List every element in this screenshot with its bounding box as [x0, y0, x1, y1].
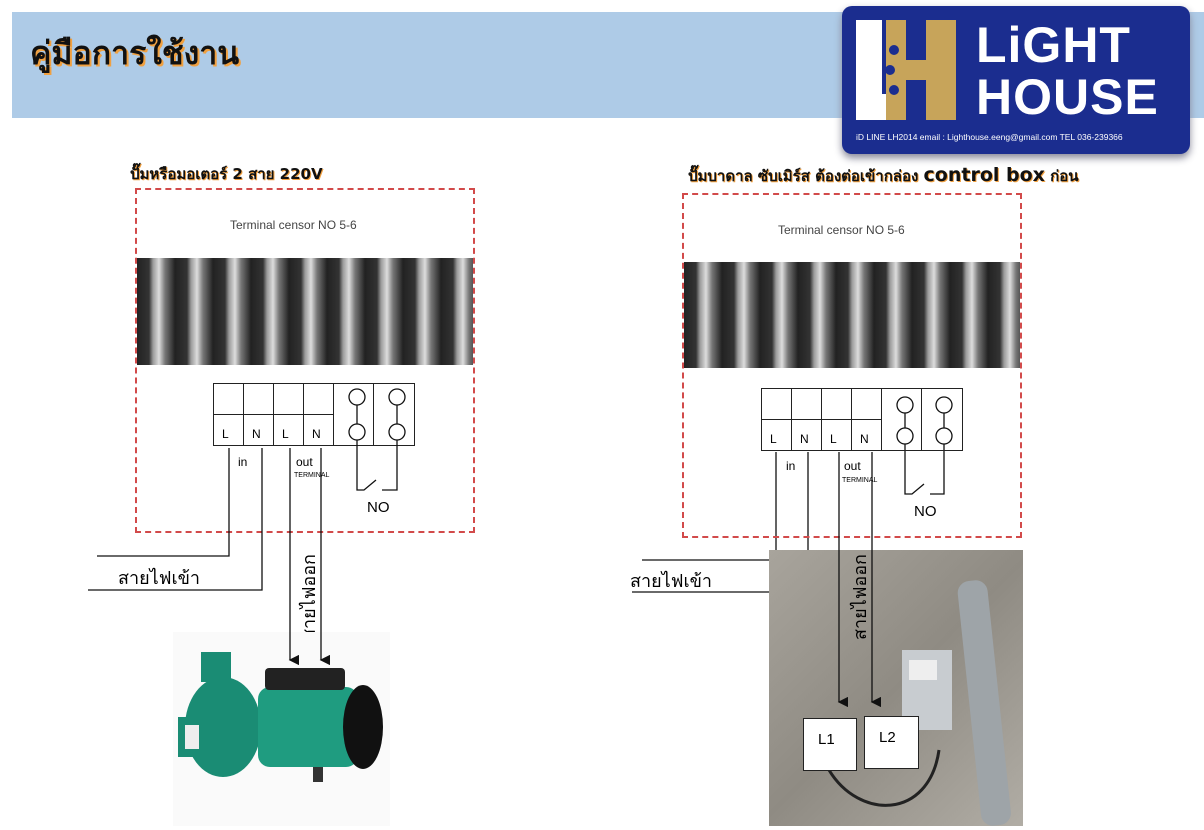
cell-n-in: N	[243, 414, 274, 446]
surface-pump-photo	[173, 632, 390, 826]
left-subtitle: ปั๊มหรือมอเตอร์ 2 สาย 220V	[130, 165, 323, 183]
cell-l-in: L	[213, 414, 244, 446]
logo-text-house: HOUSE	[976, 69, 1159, 125]
left-in-label: in	[238, 455, 248, 469]
right-wire-out-label: สายไฟออก	[850, 554, 871, 640]
right-terminal-label: TERMINAL	[842, 477, 878, 484]
right-terminal-caption: Terminal censor NO 5-6	[778, 223, 905, 237]
cell-n-out: N	[851, 419, 882, 451]
lh-logo-mark-icon	[856, 20, 956, 120]
cell-l-out: L	[273, 414, 304, 446]
pump-icon	[178, 652, 383, 782]
left-dashed-box	[135, 188, 475, 533]
cell-l-out: L	[821, 419, 852, 451]
left-no-label: NO	[367, 499, 390, 516]
left-wire-in-label: สายไฟเข้า	[118, 568, 201, 588]
right-subtitle-end: ก่อน	[1044, 167, 1079, 185]
cell-n-out: N	[303, 414, 334, 446]
right-subtitle: ปั๊มบาดาล ซับเมิร์ส ต้องต่อเข้ากล่อง con…	[688, 164, 1079, 188]
logo-text-light: LiGHT	[976, 17, 1131, 73]
right-wire-in-label: สายไฟเข้า	[630, 571, 713, 591]
right-dashed-box	[682, 193, 1022, 538]
page-title: คู่มือการใช้งาน	[30, 34, 240, 72]
lighthouse-logo: LiGHT HOUSE iD LINE LH2014 email : Light…	[842, 6, 1190, 154]
submersible-pump-photo	[769, 550, 1023, 826]
right-subtitle-control-box: control box	[923, 164, 1045, 186]
right-no-label: NO	[914, 503, 937, 520]
right-terminal-photo	[684, 262, 1020, 368]
logo-contact: iD LINE LH2014 email : Lighthouse.eeng@g…	[856, 132, 1123, 142]
right-subtitle-part: ปั๊มบาดาล ซับเมิร์ส ต้องต่อเข้ากล่อง	[688, 167, 924, 185]
l2-label-box: L2	[864, 716, 919, 769]
left-terminal-label: TERMINAL	[294, 472, 330, 479]
right-out-label: out	[844, 459, 861, 473]
left-out-label: out	[296, 455, 313, 469]
l1-label-box: L1	[803, 718, 857, 771]
right-in-label: in	[786, 459, 796, 473]
left-terminal-photo	[137, 258, 473, 365]
left-terminal-caption: Terminal censor NO 5-6	[230, 218, 357, 232]
